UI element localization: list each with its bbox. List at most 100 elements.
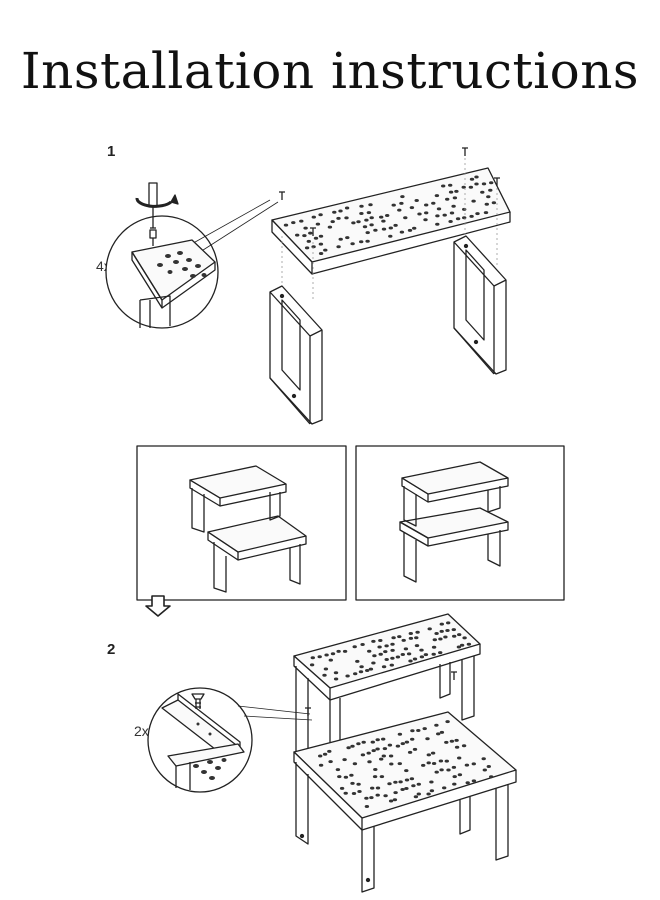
perforation-hole: [422, 727, 427, 731]
perforation-hole: [390, 656, 395, 660]
perforation-hole: [452, 196, 458, 200]
perforation-hole: [457, 756, 462, 760]
perforation-hole: [330, 220, 335, 224]
perforation-hole: [417, 212, 422, 216]
perforation-hole: [400, 195, 405, 199]
perforation-hole: [408, 636, 414, 640]
perforation-hole: [332, 210, 337, 214]
perforation-hole: [400, 653, 405, 656]
perforation-hole: [382, 747, 388, 751]
perforation-hole: [310, 656, 315, 660]
perforation-hole: [379, 215, 384, 219]
perforation-hole: [318, 213, 323, 217]
perforation-hole: [350, 781, 355, 785]
perforation-hole: [393, 223, 398, 227]
perforation-hole: [403, 647, 409, 651]
perforation-hole: [306, 239, 311, 243]
perforation-hole: [400, 788, 405, 791]
perforation-hole: [438, 637, 443, 641]
perforation-hole: [336, 649, 341, 653]
perforation-hole: [474, 175, 479, 179]
perforation-hole: [441, 184, 446, 188]
perforation-hole: [317, 655, 322, 659]
perforation-hole: [426, 753, 431, 757]
perforation-hole: [375, 786, 381, 790]
perforation-hole: [353, 672, 358, 676]
perforation-hole: [323, 248, 328, 252]
perforation-hole: [480, 190, 485, 194]
perforation-hole: [431, 645, 437, 649]
perforation-hole: [435, 214, 440, 218]
perforation-hole: [313, 236, 319, 240]
perforation-hole: [482, 768, 487, 772]
perforation-hole: [448, 220, 453, 223]
perforation-hole: [408, 659, 413, 663]
perforation-hole: [304, 246, 310, 250]
step-1-shelf-holes: [283, 175, 497, 255]
perforation-hole: [489, 181, 494, 185]
perforation-hole: [364, 218, 369, 222]
perforation-hole: [327, 749, 332, 753]
perforation-hole: [392, 798, 398, 802]
perforation-hole: [333, 671, 339, 675]
step-1-detail-view: [105, 199, 279, 329]
perforation-hole: [454, 738, 459, 742]
perforation-hole: [372, 775, 378, 779]
perforation-hole: [429, 789, 435, 793]
perforation-hole: [349, 773, 354, 777]
perforation-hole: [364, 796, 369, 800]
perforation-hole: [438, 651, 443, 655]
perforation-hole: [481, 182, 487, 186]
perforation-hole: [387, 743, 393, 747]
perforation-hole: [371, 749, 376, 753]
perforation-hole: [426, 792, 431, 796]
perforation-hole: [448, 183, 453, 187]
perforation-hole: [438, 759, 444, 763]
step-2-detail-view: [147, 687, 313, 793]
step-2-screws: [305, 671, 457, 716]
perforation-hole: [412, 226, 417, 230]
perforation-hole: [323, 667, 329, 671]
perforation-hole: [388, 226, 393, 230]
perforation-hole: [481, 757, 486, 761]
perforation-hole: [397, 208, 402, 212]
perforation-hole: [444, 740, 449, 744]
perforation-hole: [378, 639, 383, 642]
perforation-hole: [379, 757, 384, 761]
perforation-hole: [345, 674, 350, 678]
perforation-hole: [407, 750, 413, 754]
perforation-hole: [445, 197, 450, 201]
perforation-hole: [351, 221, 356, 225]
perforation-hole: [364, 805, 370, 808]
perforation-hole: [355, 659, 360, 663]
perforation-hole: [389, 663, 394, 667]
perforation-hole: [404, 769, 409, 773]
perforation-hole: [338, 237, 343, 241]
perforation-hole: [442, 213, 447, 217]
perforation-hole: [333, 677, 339, 681]
perforation-hole: [484, 202, 489, 206]
perforation-hole: [446, 768, 451, 772]
perforation-hole: [381, 227, 387, 231]
perforation-hole: [379, 775, 385, 779]
perforation-hole: [365, 239, 370, 243]
perforation-hole: [454, 189, 459, 193]
perforation-hole: [370, 740, 375, 744]
step-2-lower-shelf: [293, 711, 517, 893]
perforation-hole: [371, 661, 376, 665]
perforation-hole: [445, 720, 450, 724]
perforation-hole: [462, 207, 467, 211]
perforation-hole: [328, 658, 333, 662]
perforation-hole: [424, 211, 429, 215]
step-2-lower-shelf-holes: [318, 720, 494, 808]
perforation-hole: [336, 245, 341, 249]
perforation-hole: [409, 777, 415, 781]
perforation-hole: [372, 654, 377, 658]
perforation-hole: [400, 742, 405, 746]
perforation-hole: [395, 655, 401, 659]
perforation-hole: [456, 645, 462, 649]
perforation-hole: [461, 744, 467, 748]
perforation-hole: [371, 639, 376, 643]
perforation-hole: [383, 650, 388, 654]
perforation-hole: [408, 632, 413, 635]
